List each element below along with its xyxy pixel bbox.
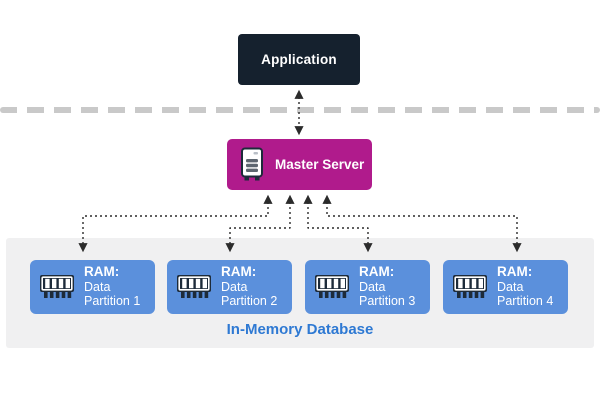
master-server-label: Master Server xyxy=(275,157,365,172)
ram-title: RAM: xyxy=(359,264,395,280)
ram-partition-line: Partition 4 xyxy=(497,294,554,309)
arrow-master-partition-3 xyxy=(303,194,373,253)
application-label: Application xyxy=(261,52,337,67)
application-node: Application xyxy=(238,34,360,85)
ram-partition-4: RAM: Data Partition 4 xyxy=(443,260,568,314)
arrow-master-partition-2 xyxy=(225,194,295,253)
ram-title: RAM: xyxy=(221,264,257,280)
ram-partition-1: RAM: Data Partition 1 xyxy=(30,260,155,314)
ram-partition-line: Partition 2 xyxy=(221,294,278,309)
ram-chip-icon xyxy=(39,274,75,300)
arrow-master-partition-4 xyxy=(322,194,522,253)
ram-chip-icon xyxy=(176,274,212,300)
ram-data-line: Data xyxy=(84,279,111,294)
ram-chip-icon xyxy=(452,274,488,300)
master-server-node: Master Server xyxy=(227,139,372,190)
ram-title: RAM: xyxy=(84,264,120,280)
ram-partition-3: RAM: Data Partition 3 xyxy=(305,260,430,314)
ram-partition-line: Partition 3 xyxy=(359,294,416,309)
ram-data-line: Data xyxy=(359,279,386,294)
server-tower-icon xyxy=(240,147,264,182)
ram-data-line: Data xyxy=(497,279,524,294)
ram-partition-line: Partition 1 xyxy=(84,294,141,309)
ram-title: RAM: xyxy=(497,264,533,280)
database-label: In-Memory Database xyxy=(226,321,374,338)
ram-data-line: Data xyxy=(221,279,248,294)
ram-chip-icon xyxy=(314,274,350,300)
in-memory-database-panel: RAM: Data Partition 1 RAM: Data xyxy=(6,238,594,348)
ram-partition-2: RAM: Data Partition 2 xyxy=(167,260,292,314)
arrow-master-partition-1 xyxy=(78,194,273,253)
